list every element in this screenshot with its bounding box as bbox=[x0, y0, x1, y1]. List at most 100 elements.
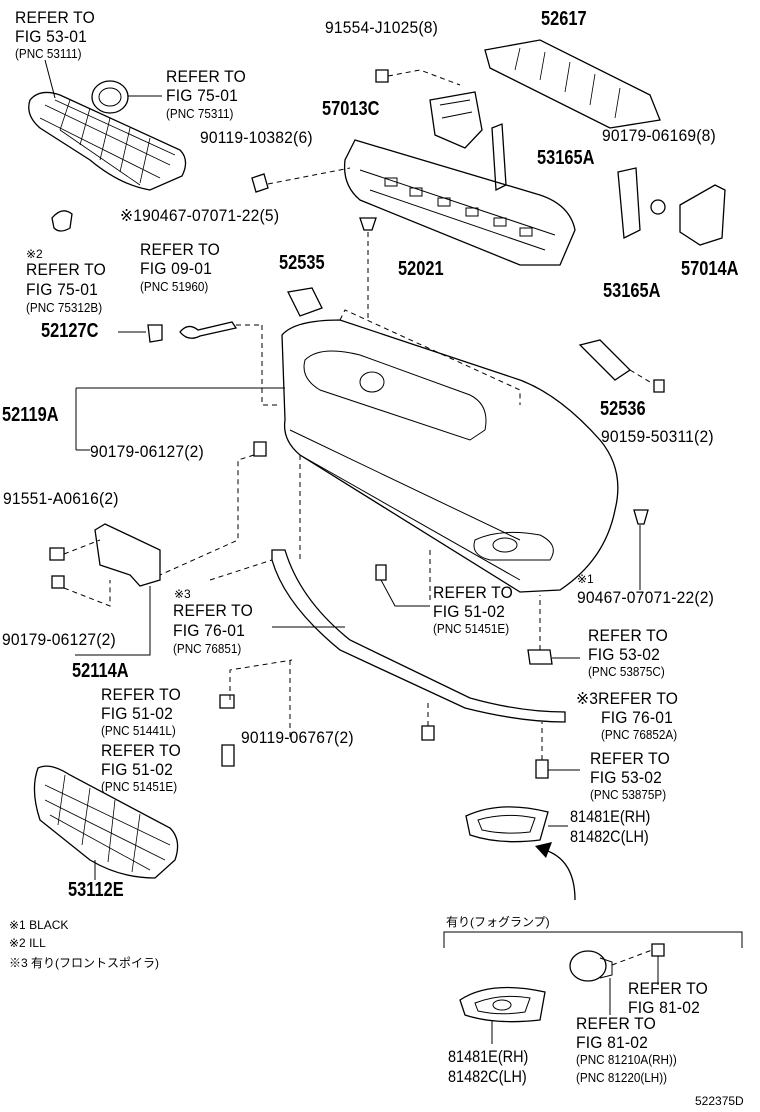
screw-fog-part bbox=[651, 943, 665, 957]
part-52114a: 52114A bbox=[72, 660, 129, 682]
refer-51-02-line1: REFER TO bbox=[433, 583, 513, 602]
part-91554: 91554-J1025(8) bbox=[325, 18, 439, 37]
bolt-91551-part bbox=[49, 547, 65, 561]
refer-81-02b-line4: (PNC 81220(LH)) bbox=[576, 1070, 668, 1085]
refer-53-02-line3: (PNC 53875C) bbox=[588, 664, 665, 679]
refer-53-02-line1: REFER TO bbox=[588, 626, 668, 645]
refer-53-02b-line3: (PNC 53875P) bbox=[590, 787, 667, 802]
refer-51-02b-line2: FIG 51-02 bbox=[101, 704, 174, 723]
refer-51-02b-line3: (PNC 51441L) bbox=[101, 723, 176, 738]
refer-51-02c-line3: (PNC 51451E) bbox=[101, 779, 178, 794]
part-81482c-bottom: 81482C(LH) bbox=[448, 1067, 527, 1086]
refer-53-01-line1: REFER TO bbox=[15, 8, 95, 27]
refer-75-01-line3: (PNC 75311) bbox=[166, 106, 234, 121]
refer-51-02-line2: FIG 51-02 bbox=[433, 602, 506, 621]
part-90119-10382: 90119-10382(6) bbox=[200, 128, 313, 147]
note-1: ※1 BLACK bbox=[9, 918, 69, 932]
fog-option-bracket bbox=[443, 931, 743, 948]
part-81481e-bottom: 81481E(RH) bbox=[448, 1047, 529, 1066]
towing-hook-part bbox=[179, 321, 238, 339]
refer-53-02b-line2: FIG 53-02 bbox=[590, 768, 663, 787]
fog-cover-bottom-part bbox=[459, 986, 546, 1023]
refer-53-01-line3: (PNC 53111) bbox=[15, 46, 82, 61]
note-2: ※2 ILL bbox=[9, 936, 46, 950]
refer-53-01-line2: FIG 53-01 bbox=[15, 27, 88, 46]
refer-51-02b-line1: REFER TO bbox=[101, 685, 181, 704]
refer-75-01b-line3: (PNC 75312B) bbox=[26, 300, 103, 315]
refer-51-02-line3: (PNC 51451E) bbox=[433, 621, 510, 636]
part-53165a-bottom: 53165A bbox=[603, 280, 661, 302]
screw-53875p-part bbox=[535, 759, 549, 779]
part-90179-06127-top: 90179-06127(2) bbox=[90, 442, 204, 461]
clip-90179-06127-bottom-part bbox=[51, 575, 65, 589]
part-52119a: 52119A bbox=[2, 404, 59, 426]
refer-53-02b-line1: REFER TO bbox=[590, 749, 670, 768]
refer-09-01-line2: FIG 09-01 bbox=[140, 259, 213, 278]
refer-81-02b-line2: FIG 81-02 bbox=[576, 1033, 649, 1052]
clip-53875c-part bbox=[527, 649, 553, 665]
ill-cap-part bbox=[51, 210, 73, 232]
bolt-90159-part bbox=[653, 379, 665, 393]
cover-52127c-part bbox=[147, 324, 163, 343]
part-91551: 91551-A0616(2) bbox=[3, 489, 119, 508]
bolt-90119-10382-part bbox=[251, 173, 269, 193]
part-52535: 52535 bbox=[279, 252, 325, 274]
part-53165a-top: 53165A bbox=[537, 147, 595, 169]
part-52617: 52617 bbox=[541, 8, 587, 30]
bolt-90119-06767-part bbox=[421, 725, 435, 741]
mark-3a: ※3 bbox=[174, 587, 191, 601]
refer-81-02-line2: FIG 81-02 bbox=[628, 998, 701, 1017]
refer-09-01-line1: REFER TO bbox=[140, 240, 220, 259]
refer-75-01b-line1: REFER TO bbox=[26, 260, 106, 279]
fog-cover-top-part bbox=[465, 806, 549, 843]
lower-grille-part bbox=[33, 765, 179, 879]
bracket-57014a-part bbox=[679, 184, 726, 246]
fog-lamp-part bbox=[569, 950, 613, 982]
part-90159: 90159-50311(2) bbox=[601, 427, 714, 446]
upper-grille-part bbox=[28, 91, 187, 191]
note-3: ※3 有り(フロントスポイラ) bbox=[9, 956, 160, 970]
refer-81-02-line1: REFER TO bbox=[628, 979, 708, 998]
screw-51451e-b-part bbox=[221, 744, 235, 767]
bumper-cover-part bbox=[261, 309, 619, 593]
arrow-line bbox=[544, 849, 576, 901]
part-90179-06169: 90179-06169(8) bbox=[602, 126, 716, 145]
bracket-52536-part bbox=[578, 339, 632, 381]
arrow-head-icon bbox=[535, 842, 552, 858]
refer-51-02c-line1: REFER TO bbox=[101, 741, 181, 760]
part-90179-06127-bottom: 90179-06127(2) bbox=[2, 630, 116, 649]
refer-53-02-line2: FIG 53-02 bbox=[588, 645, 661, 664]
front-spoiler-part bbox=[271, 549, 566, 723]
refer-76-01-line1: REFER TO bbox=[173, 601, 253, 620]
bracket-53165a-top-part bbox=[491, 123, 507, 192]
absorber-52617-part bbox=[484, 39, 661, 129]
mark-1: ※1 bbox=[577, 572, 594, 586]
part-90119-06767: 90119-06767(2) bbox=[241, 728, 354, 747]
screw-51451e-part bbox=[375, 564, 387, 581]
part-52021: 52021 bbox=[398, 258, 444, 280]
refer-76-01b-line1: ※3REFER TO bbox=[576, 689, 679, 708]
part-52536: 52536 bbox=[600, 398, 646, 420]
bolt-91554-part bbox=[375, 69, 389, 83]
refer-76-01-line2: FIG 76-01 bbox=[173, 621, 246, 640]
mark-2: ※2 bbox=[26, 247, 43, 261]
part-57014a: 57014A bbox=[681, 258, 739, 280]
bracket-53165a-bottom-part bbox=[617, 167, 641, 240]
refer-76-01b-line3: (PNC 76852A) bbox=[601, 727, 678, 742]
clip-90467-bottom-part bbox=[633, 509, 649, 525]
part-53112e: 53112E bbox=[68, 879, 124, 901]
clip-51441l-part bbox=[219, 694, 235, 709]
part-90467-top: ※190467-07071-22(5) bbox=[120, 206, 280, 225]
refer-81-02b-line3: (PNC 81210A(RH)) bbox=[576, 1052, 677, 1067]
emblem-part bbox=[91, 80, 162, 114]
refer-76-01b-line2: FIG 76-01 bbox=[601, 708, 674, 727]
diagram-id: 522375D bbox=[695, 1094, 744, 1108]
refer-75-01-line1: REFER TO bbox=[166, 67, 246, 86]
refer-76-01-line3: (PNC 76851) bbox=[173, 641, 242, 656]
part-81481e-top: 81481E(RH) bbox=[570, 807, 651, 826]
refer-81-02b-line1: REFER TO bbox=[576, 1014, 656, 1033]
bracket-52535-part bbox=[287, 287, 323, 317]
nut-90179-06169-part bbox=[650, 199, 666, 215]
clip-90179-06127-top-part bbox=[253, 441, 267, 457]
